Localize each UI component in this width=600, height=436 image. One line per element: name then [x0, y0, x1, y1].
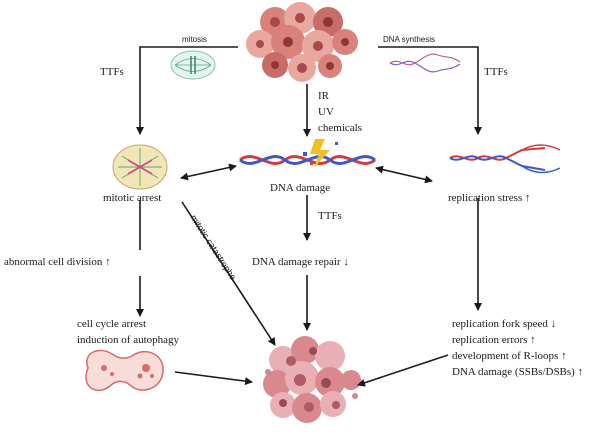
cell-cycle-arrest-label: cell cycle arrest: [77, 318, 147, 330]
agent-uv: UV: [318, 106, 334, 118]
arrow-synthesis-to-stress: [378, 46, 482, 135]
ttf-center-label: TTFs: [318, 210, 342, 222]
agent-chemicals: chemicals: [318, 122, 362, 134]
mitosis-label: mitosis: [182, 35, 207, 44]
r-loops-label: development of R-loops ↑: [452, 350, 567, 362]
dna-repair-label: DNA damage repair ↓: [252, 256, 349, 268]
arrow-stress-damage: [375, 165, 433, 184]
dna-damage-label: DNA damage: [270, 182, 331, 194]
mitotic-arrest-cell-icon: [112, 144, 168, 190]
arrow-autophagy-to-tumor: [174, 371, 253, 386]
ttf-left-label: TTFs: [100, 66, 124, 78]
replication-errors-label: replication errors ↑: [452, 334, 536, 346]
replication-bubble-icon: [389, 53, 461, 73]
mitotic-arrest-label: mitotic arrest: [103, 192, 162, 204]
ttf-right-label: TTFs: [484, 66, 508, 78]
diagram-arrows: [136, 46, 482, 387]
replication-fork-icon: [449, 144, 561, 174]
dna-damage-ssb-dsb-label: DNA damage (SSBs/DSBs) ↑: [452, 366, 584, 378]
arrow-mitosis-to-arrest: [136, 46, 238, 135]
agent-ir: IR: [318, 90, 329, 102]
arrow-effects-to-tumor: [357, 354, 449, 387]
autophagy-label: induction of autophagy: [77, 334, 180, 346]
mitosis-cell-icon: [170, 50, 216, 80]
replication-stress-label: replication stress ↑: [448, 192, 531, 204]
autophagy-cell-icon: [85, 349, 164, 391]
arrow-catastrophe: [181, 201, 276, 346]
tumor-cluster-icon: [246, 2, 358, 82]
fork-speed-label: replication fork speed ↓: [452, 318, 557, 330]
dna-synthesis-label: DNA synthesis: [383, 35, 436, 44]
abnormal-division-label: abnormal cell division ↑: [4, 256, 111, 268]
arrow-arrest-damage: [180, 163, 237, 181]
dying-tumor-icon: [263, 336, 361, 423]
dna-damage-helix-icon: [239, 139, 376, 168]
